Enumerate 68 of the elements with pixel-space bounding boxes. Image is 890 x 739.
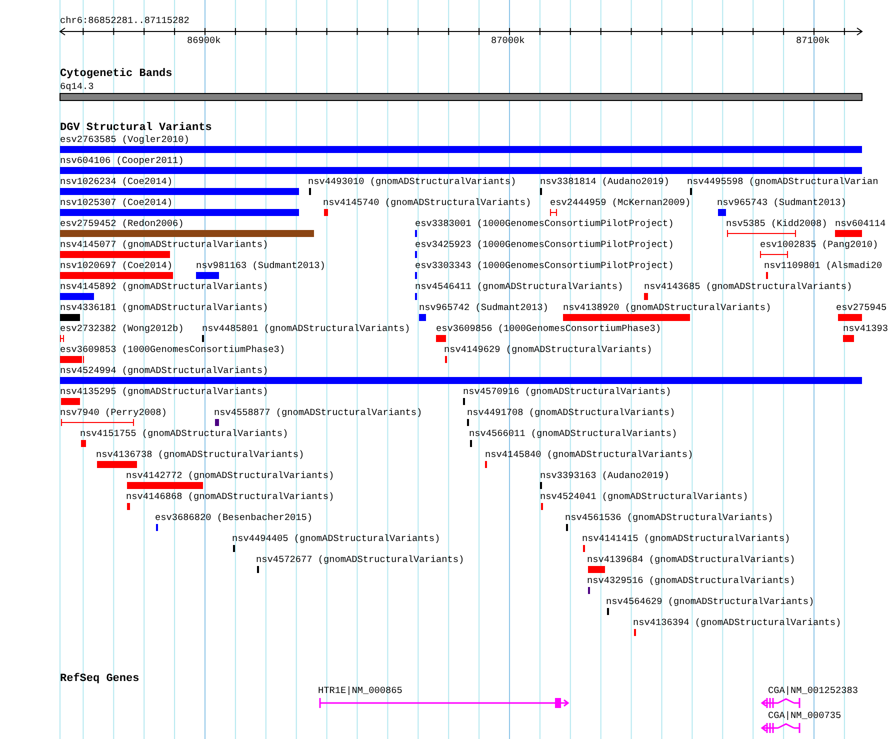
variant-label: esv3609856 (1000GenomesConsortiumPhase3) xyxy=(436,323,662,335)
variant-label: nsv4564629 (gnomADStructuralVariants) xyxy=(606,596,814,608)
position-label: chr6:86852281..87115282 xyxy=(60,15,190,27)
variant-label: nsv4491708 (gnomADStructuralVariants) xyxy=(467,407,676,419)
variant-label: esv2759452 (Redon2006) xyxy=(60,218,184,230)
variant-label: nsv7940 (Perry2008) xyxy=(60,407,167,419)
variant-label: nsv4572677 (gnomADStructuralVariants) xyxy=(256,554,464,566)
variant-label: esv3609853 (1000GenomesConsortiumPhase3) xyxy=(60,344,286,356)
variant-label: nsv981163 (Sudmant2013) xyxy=(196,260,326,272)
variant-label: nsv4142772 (gnomADStructuralVariants) xyxy=(126,470,334,482)
variant-label: nsv1026234 (Coe2014) xyxy=(60,176,173,188)
tick-label: 86900k xyxy=(187,35,221,47)
variant-label: nsv4149629 (gnomADStructuralVariants) xyxy=(444,344,652,356)
variant-label: nsv4524994 (gnomADStructuralVariants) xyxy=(60,365,268,377)
variant-label: nsv965742 (Sudmant2013) xyxy=(419,302,548,314)
variant-label: nsv604106 (Cooper2011) xyxy=(60,155,184,167)
variant-label: nsv4524041 (gnomADStructuralVariants) xyxy=(540,491,748,503)
gene-label: CGA|NM_001252383 xyxy=(768,685,858,697)
variant-label: nsv4570916 (gnomADStructuralVariants) xyxy=(463,386,672,398)
variant-label: nsv4145892 (gnomADStructuralVariants) xyxy=(60,281,268,293)
variant-label: nsv4141415 (gnomADStructuralVariants) xyxy=(582,533,790,545)
variant-label: nsv4135295 (gnomADStructuralVariants) xyxy=(60,386,268,398)
variant-label: nsv5385 (Kidd2008) xyxy=(726,218,828,230)
gene-label: CGA|NM_000735 xyxy=(768,710,842,722)
track-title: Cytogenetic Bands xyxy=(60,68,172,80)
tick-label: 87000k xyxy=(491,35,525,47)
variant-label: esv2763585 (Vogler2010) xyxy=(60,134,190,146)
variant-label: nsv1020697 (Coe2014) xyxy=(60,260,173,272)
variant-label: nsv4138920 (gnomADStructuralVariants) xyxy=(563,302,772,314)
variant-label: nsv3381814 (Audano2019) xyxy=(540,176,670,188)
variant-label: esv275945 xyxy=(836,302,887,314)
variant-label: nsv4143685 (gnomADStructuralVariants) xyxy=(644,281,852,293)
variant-label: esv3383001 (1000GenomesConsortiumPilotProject) xyxy=(415,218,674,230)
variant-label: nsv4336181 (gnomADStructuralVariants) xyxy=(60,302,268,314)
variant-label: nsv4151755 (gnomADStructuralVariants) xyxy=(80,428,288,440)
variant-label: nsv3393163 (Audano2019) xyxy=(540,470,670,482)
track-title: DGV Structural Variants xyxy=(60,122,212,134)
variant-label: nsv1109801 (Alsmadi20 xyxy=(764,260,882,272)
variant-label: nsv4493010 (gnomADStructuralVariants) xyxy=(308,176,516,188)
variant-label: nsv965743 (Sudmant2013) xyxy=(717,197,846,209)
variant-label: nsv41393 xyxy=(843,323,888,335)
variant-label: esv1002835 (Pang2010) xyxy=(760,239,878,251)
variant-label: nsv4136394 (gnomADStructuralVariants) xyxy=(633,617,842,629)
band-label: 6q14.3 xyxy=(60,81,94,93)
variant-label: esv2444959 (McKernan2009) xyxy=(550,197,691,209)
variant-label: nsv4566011 (gnomADStructuralVariants) xyxy=(469,428,678,440)
variant-label: nsv4136738 (gnomADStructuralVariants) xyxy=(96,449,304,461)
variant-label: nsv4139684 (gnomADStructuralVariants) xyxy=(587,554,796,566)
track-title: RefSeq Genes xyxy=(60,673,140,685)
variant-label: nsv4329516 (gnomADStructuralVariants) xyxy=(587,575,796,587)
variant-label: esv3425923 (1000GenomesConsortiumPilotProject) xyxy=(415,239,674,251)
variant-label: nsv4145740 (gnomADStructuralVariants) xyxy=(323,197,532,209)
variant-label: nsv4546411 (gnomADStructuralVariants) xyxy=(415,281,624,293)
variant-label: nsv4561536 (gnomADStructuralVariants) xyxy=(565,512,774,524)
variant-label: esv2732382 (Wong2012b) xyxy=(60,323,184,335)
variant-label: esv3686820 (Besenbacher2015) xyxy=(155,512,313,524)
variant-label: nsv4145077 (gnomADStructuralVariants) xyxy=(60,239,268,251)
variant-label: nsv604114 xyxy=(835,218,886,230)
variant-label: nsv4145840 (gnomADStructuralVariants) xyxy=(485,449,694,461)
variant-label: nsv4485801 (gnomADStructuralVariants) xyxy=(202,323,410,335)
variant-label: nsv4146868 (gnomADStructuralVariants) xyxy=(126,491,334,503)
variant-label: nsv1025307 (Coe2014) xyxy=(60,197,173,209)
variant-label: nsv4494405 (gnomADStructuralVariants) xyxy=(232,533,440,545)
tick-label: 87100k xyxy=(796,35,830,47)
variant-label: nsv4495598 (gnomADStructuralVarian xyxy=(687,176,878,188)
variant-label: nsv4558877 (gnomADStructuralVariants) xyxy=(214,407,422,419)
gene-label: HTR1E|NM_000865 xyxy=(318,685,402,697)
variant-label: esv3303343 (1000GenomesConsortiumPilotProject) xyxy=(415,260,674,272)
